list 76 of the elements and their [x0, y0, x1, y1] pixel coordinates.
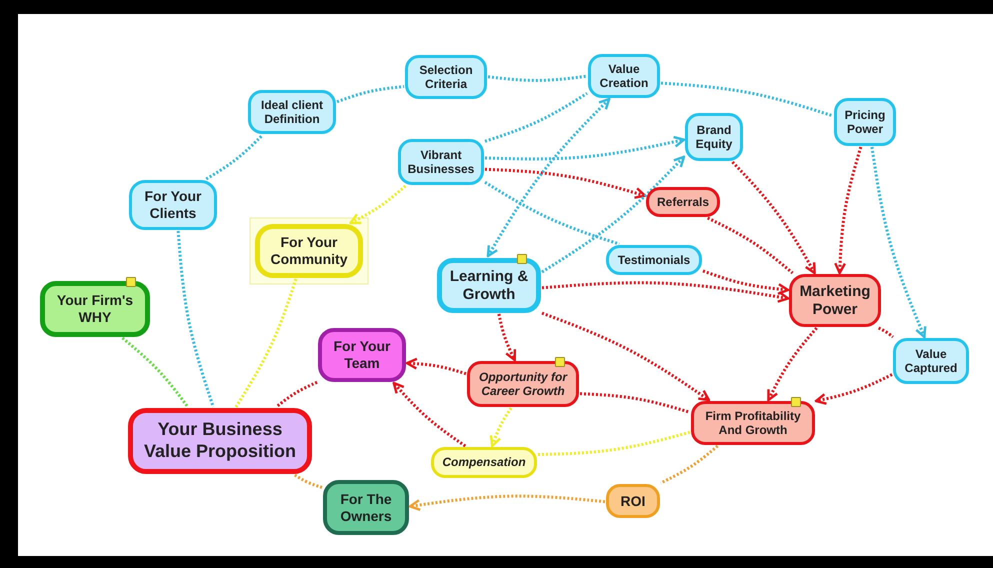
- topic-label: Learning & Growth: [448, 268, 530, 304]
- connector: [541, 312, 710, 402]
- connector: [490, 407, 512, 448]
- topic-bubble: [606, 245, 702, 275]
- topic-label: Marketing Power: [798, 282, 872, 318]
- connector: [484, 136, 686, 160]
- connector: [731, 160, 816, 274]
- topic-bubble: [834, 98, 896, 146]
- topic-label: Brand Equity: [694, 122, 734, 152]
- connector: [122, 336, 189, 408]
- topic-label: Your Business Value Proposition: [142, 419, 298, 463]
- connector: [707, 216, 794, 274]
- topic-bubble: [685, 113, 743, 161]
- connector: [392, 382, 466, 448]
- connector: [275, 380, 318, 408]
- topic-label: For Your Clients: [143, 188, 203, 222]
- topic-label: Referrals: [656, 194, 710, 210]
- connector: [542, 281, 790, 303]
- topic-label: Your Firm's WHY: [56, 292, 134, 326]
- connector: [336, 85, 404, 104]
- connector: [767, 327, 818, 402]
- topic-bubble: [255, 224, 363, 278]
- connector: [580, 392, 690, 414]
- connector: [234, 278, 298, 408]
- connector: [538, 430, 690, 456]
- connector: [660, 444, 719, 484]
- topic-bubble: [467, 361, 579, 407]
- connector: [294, 474, 322, 489]
- topic-bubble: [405, 55, 487, 99]
- topic-bubble: [893, 338, 969, 384]
- connector: [206, 134, 264, 180]
- topic-label: Selection Criteria: [418, 62, 474, 92]
- connector: [878, 326, 894, 338]
- connector: [484, 180, 620, 246]
- connector: [541, 156, 686, 274]
- topic-bubble: [398, 139, 484, 185]
- topic-label: ROI: [620, 492, 646, 510]
- connector: [814, 373, 893, 405]
- topic-bubble: [129, 180, 217, 230]
- connector: [660, 82, 834, 118]
- topic-label: For Your Community: [270, 234, 348, 268]
- topic-bubble: [128, 408, 312, 474]
- connector: [497, 314, 516, 362]
- topic-label: Vibrant Businesses: [406, 148, 476, 176]
- topic-bubble: [431, 447, 537, 478]
- connector: [176, 230, 215, 408]
- topic-bubble: [646, 187, 720, 217]
- connector: [870, 146, 926, 338]
- topic-bubble: [248, 90, 336, 134]
- topic-bubble: [323, 480, 409, 535]
- topic-label: For The Owners: [339, 490, 393, 524]
- topic-label: For Your Team: [332, 338, 392, 372]
- topic-label: Ideal client Definition: [260, 98, 324, 126]
- topic-bubble: [318, 328, 406, 382]
- connector: [488, 74, 588, 82]
- connector: [408, 494, 606, 511]
- topic-label: Firm Profitability And Growth: [704, 408, 802, 438]
- connector: [349, 184, 406, 224]
- connector: [484, 92, 588, 143]
- connector: [834, 146, 862, 274]
- connector: [702, 270, 790, 295]
- connector: [484, 168, 646, 199]
- connector: [406, 358, 466, 376]
- topic-label: Testimonials: [618, 252, 690, 268]
- topic-label: Value Creation: [598, 62, 650, 90]
- topic-bubble: [437, 258, 541, 313]
- topic-label: Opportunity for Career Growth: [478, 370, 568, 398]
- topic-label: Compensation: [442, 455, 526, 470]
- topic-bubble: [588, 54, 660, 98]
- topic-label: Pricing Power: [844, 108, 886, 136]
- topic-bubble: [691, 401, 815, 445]
- topic-bubble: [789, 274, 881, 327]
- topic-label: Value Captured: [904, 346, 958, 376]
- topic-bubble: [606, 484, 660, 518]
- connector: [486, 98, 610, 258]
- topic-bubble: [40, 281, 150, 337]
